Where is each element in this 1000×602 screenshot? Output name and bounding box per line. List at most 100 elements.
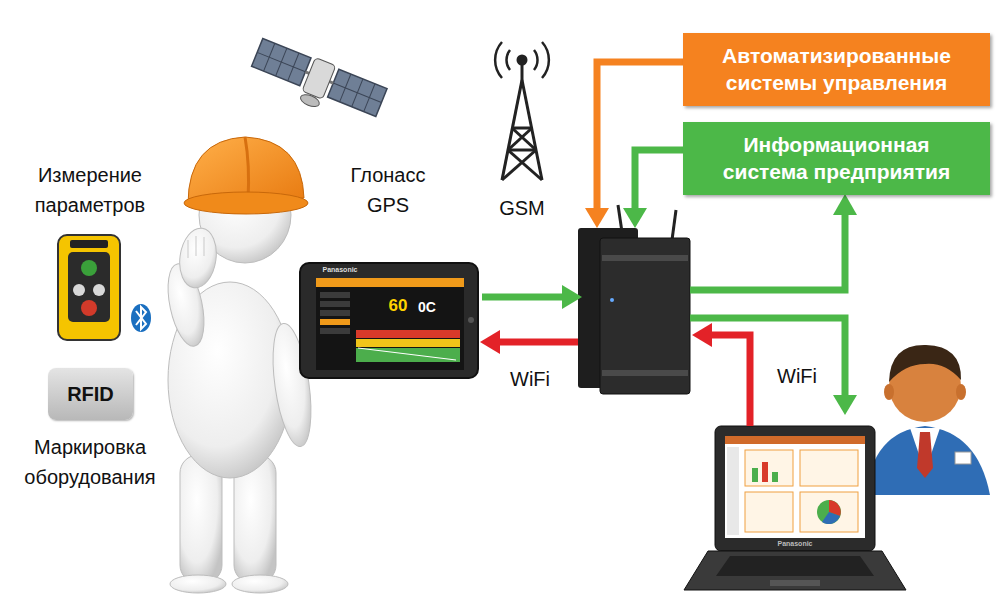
box-label: Автоматизированные системы управления (709, 43, 964, 96)
manager-part (956, 384, 966, 400)
data-flow-arrows-part (585, 208, 609, 228)
gsm-tower-part (502, 150, 536, 180)
manager-part (955, 452, 971, 464)
measuring-device (58, 235, 120, 340)
data-flow-arrows-part (692, 323, 712, 347)
worker-figure-part (188, 240, 189, 258)
tablet-part (320, 292, 350, 298)
data-flow-arrows-part (833, 194, 857, 215)
tablet-part (320, 301, 350, 307)
data-flow-arrows-part (480, 330, 500, 354)
measuring-device-part (58, 235, 120, 340)
laptop-part (725, 436, 865, 538)
measuring-device-part (81, 300, 97, 316)
satellite (246, 37, 388, 131)
measuring-device-part (70, 240, 108, 248)
data-flow-arrows-part (482, 294, 565, 301)
manager (866, 345, 990, 495)
data-flow-arrows-part (635, 150, 683, 210)
data-flow-arrows-part (690, 318, 845, 397)
box-label: Информационная система предприятия (709, 132, 964, 185)
satellite-part (302, 58, 336, 100)
gsm-tower-part (495, 42, 502, 78)
laptop-part (752, 468, 758, 482)
bluetooth-icon-part (136, 307, 146, 329)
router-part (602, 255, 688, 261)
laptop (684, 426, 906, 590)
worker-figure (162, 137, 318, 593)
worker-figure-part (232, 575, 288, 593)
laptop-part (762, 462, 768, 482)
tablet-part (320, 310, 350, 316)
gsm-tower-part (534, 50, 538, 70)
manager-part (917, 432, 933, 478)
caption-label: Глонасс GPS (338, 160, 438, 220)
worker-figure-part (176, 226, 220, 290)
laptop-part (716, 556, 874, 576)
tablet-part (358, 348, 456, 360)
data-flow-arrows-part (562, 285, 582, 309)
data-flow-arrows (480, 62, 857, 426)
tablet-part (316, 278, 464, 370)
laptop-part (745, 450, 793, 486)
worker-figure-part (170, 575, 226, 593)
manager-part (889, 345, 961, 382)
link-label: WiFi (777, 361, 817, 391)
gsm-tower-part (508, 150, 542, 180)
tablet-part (316, 278, 464, 287)
laptop-part (770, 580, 820, 586)
laptop-part (727, 447, 739, 535)
rfid-tag: RFID (48, 368, 133, 420)
measuring-device-part (93, 284, 105, 296)
satellite-part (257, 52, 305, 71)
satellite-part (328, 69, 387, 116)
router-part (602, 370, 688, 376)
worker-figure-part (196, 236, 197, 256)
system-box: Информационная система предприятия (683, 122, 990, 195)
router-part (610, 298, 614, 302)
data-flow-arrows-part (497, 339, 578, 346)
screen-unit: 0C (418, 299, 436, 316)
box-label: RFID (67, 382, 114, 407)
worker-figure-part (204, 237, 205, 256)
gsm-tower-part (508, 128, 532, 150)
bluetooth-icon-part (131, 304, 151, 332)
tablet-part (320, 328, 350, 334)
gsm-tower-part (512, 128, 536, 150)
worker-figure-part (245, 137, 249, 200)
laptop-part (772, 472, 778, 482)
brand-label: Panasonic (777, 540, 812, 548)
laptop-part (800, 450, 858, 486)
manager-part (866, 426, 990, 495)
data-flow-arrows-part (597, 62, 683, 210)
worker-figure-part (184, 192, 308, 214)
router-part (600, 238, 690, 394)
laptop-part (745, 492, 793, 532)
tablet-part (300, 263, 478, 378)
data-flow-arrows-part (710, 335, 750, 426)
gsm-tower-part (508, 149, 536, 152)
screen-value: 60 (389, 296, 408, 316)
laptop-part (725, 436, 865, 444)
tablet-part (356, 330, 460, 338)
router-part (672, 210, 676, 240)
gsm-tower-part (518, 56, 526, 64)
gsm-tower-part (506, 50, 510, 70)
satellite-part (299, 92, 321, 109)
gsm-tower (495, 42, 549, 180)
data-flow-arrows-part (623, 208, 647, 228)
router-part (618, 205, 622, 232)
laptop-part (684, 551, 906, 590)
caption-label: GSM (499, 193, 545, 223)
laptop-part (817, 500, 841, 524)
satellite-part (252, 38, 311, 85)
gsm-tower-part (542, 42, 549, 78)
link-label: WiFi (510, 364, 550, 394)
tablet-part (468, 317, 474, 323)
tablet-part (356, 348, 460, 362)
caption-label: Измерение параметров (15, 160, 165, 220)
brand-label: Panasonic (322, 266, 357, 274)
tablet-part (320, 319, 350, 325)
tablet-part (356, 339, 460, 347)
